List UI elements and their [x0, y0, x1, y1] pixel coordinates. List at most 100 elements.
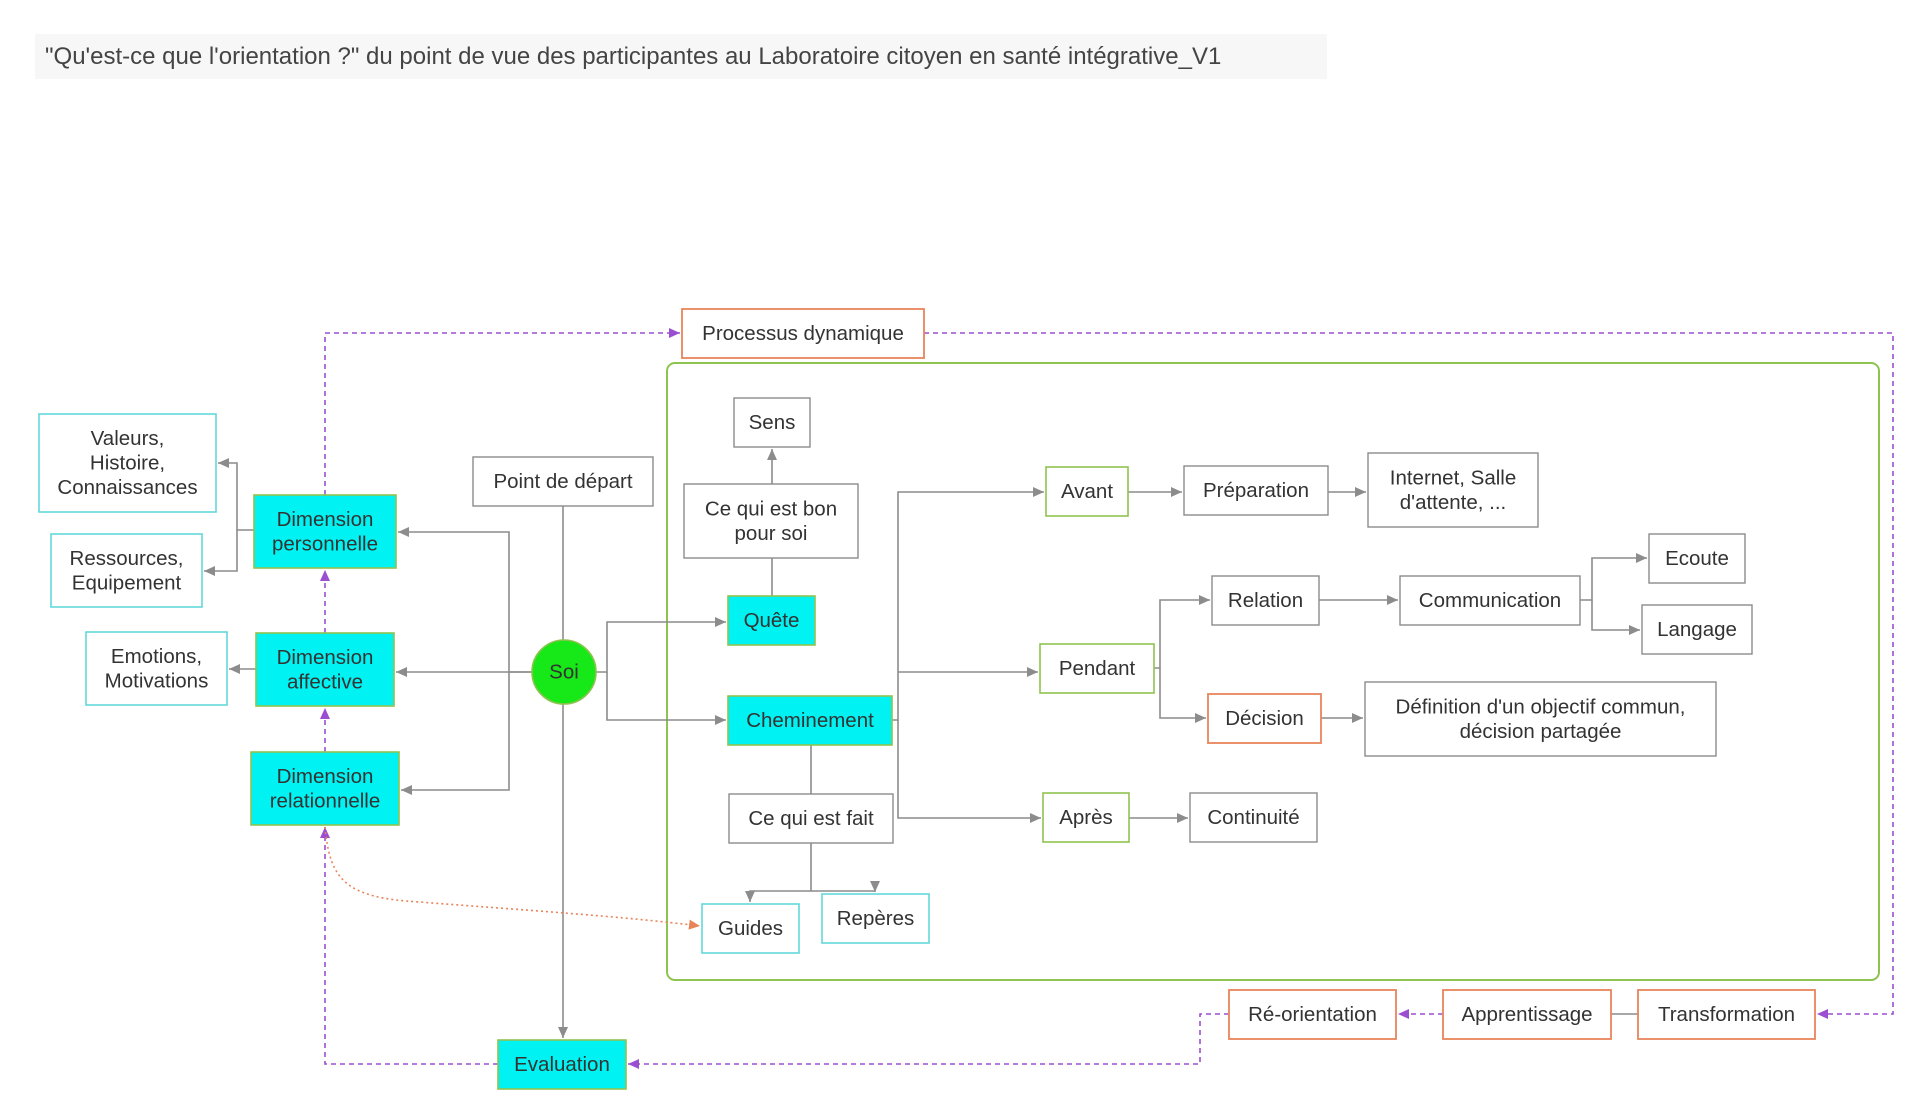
node-langage[interactable]: Langage	[1641, 604, 1753, 655]
node-preparation-shape	[1183, 465, 1329, 516]
node-quete-shape	[727, 595, 816, 646]
processus-to-transformation-purple-arrow	[924, 332, 1894, 1019]
node-communication-label: Communication	[1419, 589, 1561, 612]
node-cequiestbon-label: pour soi	[735, 522, 808, 545]
node-dimaff-label: affective	[287, 670, 363, 693]
node-cequiestfait[interactable]: Ce qui est fait	[728, 793, 894, 844]
node-dimperso-shape	[253, 494, 397, 569]
node-continuite-label: Continuité	[1207, 806, 1299, 829]
dimrel-to-guides-orange-arrow	[324, 826, 701, 930]
node-processus-label: Processus dynamique	[702, 322, 904, 345]
node-ecoute-label: Ecoute	[1665, 547, 1729, 570]
node-guides-shape	[701, 903, 800, 954]
node-definition[interactable]: Définition d'un objectif commun,décision…	[1364, 681, 1717, 757]
process-boundary-frame	[666, 362, 1880, 981]
node-cequiestbon-label: Ce qui est bon	[705, 497, 837, 520]
node-emotions-label: Emotions,	[111, 645, 202, 668]
node-pendant-label: Pendant	[1059, 657, 1136, 680]
node-avant[interactable]: Avant	[1045, 466, 1129, 517]
node-dimperso-label: Dimension	[277, 508, 374, 531]
node-quete[interactable]: Quête	[727, 595, 816, 646]
node-ecoute[interactable]: Ecoute	[1648, 533, 1746, 584]
node-pendant[interactable]: Pendant	[1039, 643, 1155, 694]
diagram-title: "Qu'est-ce que l'orientation ?" du point…	[45, 43, 1222, 70]
evaluation-to-dimrel-purple-arrow	[320, 827, 498, 1065]
node-decision[interactable]: Décision	[1207, 693, 1322, 744]
node-communication-shape	[1399, 575, 1581, 626]
soi-to-dimrel-arrow	[401, 672, 510, 795]
soi-to-cheminement-arrow	[606, 672, 726, 725]
pendant-to-decision-arrow	[1159, 668, 1206, 723]
soi-to-quete-arrow	[596, 617, 726, 673]
node-emotions[interactable]: Emotions,Motivations	[85, 631, 228, 706]
dimperso-to-valeurs-arrow	[218, 458, 254, 531]
node-apprentissage-label: Apprentissage	[1461, 1003, 1592, 1026]
node-processus-shape	[681, 308, 925, 359]
node-relation-shape	[1211, 575, 1320, 626]
node-cheminement[interactable]: Cheminement	[727, 695, 893, 746]
connector-layer	[204, 328, 1894, 1069]
node-dimrel-label: relationnelle	[270, 789, 381, 812]
node-apprentissage-shape	[1442, 989, 1612, 1040]
node-ressources[interactable]: Ressources,Equipement	[50, 533, 203, 608]
node-reorientation[interactable]: Ré-orientation	[1228, 989, 1397, 1040]
node-internet-shape	[1367, 452, 1539, 528]
node-apprentissage[interactable]: Apprentissage	[1442, 989, 1612, 1040]
cheminement-to-apres-arrow	[897, 720, 1041, 823]
reorientation-to-evaluation-purple-arrow	[628, 1013, 1229, 1069]
node-sens[interactable]: Sens	[733, 397, 811, 448]
node-apres[interactable]: Après	[1042, 792, 1130, 843]
node-cequiestfait-label: Ce qui est fait	[748, 807, 874, 830]
node-reperes-shape	[821, 893, 930, 944]
node-evaluation[interactable]: Evaluation	[497, 1039, 627, 1090]
title-bar: "Qu'est-ce que l'orientation ?" du point…	[35, 34, 1327, 79]
node-soi[interactable]: Soi	[531, 639, 597, 705]
node-pendant-shape	[1039, 643, 1155, 694]
node-relation-label: Relation	[1228, 589, 1303, 612]
node-dimperso-label: personnelle	[272, 532, 378, 555]
node-guides[interactable]: Guides	[701, 903, 800, 954]
node-decision-shape	[1207, 693, 1322, 744]
node-emotions-shape	[85, 631, 228, 706]
node-dimrel-shape	[250, 751, 400, 826]
node-continuite[interactable]: Continuité	[1189, 792, 1318, 843]
node-ressources-label: Equipement	[72, 571, 182, 594]
node-continuite-shape	[1189, 792, 1318, 843]
node-valeurs-label: Histoire,	[90, 452, 165, 475]
node-evaluation-label: Evaluation	[514, 1053, 610, 1076]
node-soi-shape	[531, 639, 597, 705]
node-ecoute-shape	[1648, 533, 1746, 584]
communication-to-ecoute-arrow	[1580, 553, 1647, 601]
node-dimaff-shape	[255, 632, 395, 707]
node-processus[interactable]: Processus dynamique	[681, 308, 925, 359]
node-definition-label: décision partagée	[1460, 720, 1622, 743]
node-decision-label: Décision	[1225, 707, 1304, 730]
node-soi-label: Soi	[549, 661, 579, 684]
cequiestfait-to-reperes-arrow	[811, 881, 880, 892]
node-valeurs[interactable]: Valeurs,Histoire,Connaissances	[38, 413, 217, 513]
node-dimrel-label: Dimension	[277, 765, 374, 788]
node-communication[interactable]: Communication	[1399, 575, 1581, 626]
node-quete-label: Quête	[744, 609, 800, 632]
node-langage-label: Langage	[1657, 618, 1737, 641]
node-reorientation-label: Ré-orientation	[1248, 1003, 1377, 1026]
node-transformation[interactable]: Transformation	[1637, 989, 1816, 1040]
node-avant-shape	[1045, 466, 1129, 517]
node-pointdepart[interactable]: Point de départ	[472, 456, 654, 507]
node-cheminement-label: Cheminement	[746, 709, 874, 732]
pendant-to-relation-arrow	[1154, 595, 1210, 669]
node-internet[interactable]: Internet, Salled'attente, ...	[1367, 452, 1539, 528]
node-reperes[interactable]: Repères	[821, 893, 930, 944]
node-dimaff-label: Dimension	[277, 646, 374, 669]
node-relation[interactable]: Relation	[1211, 575, 1320, 626]
node-preparation[interactable]: Préparation	[1183, 465, 1329, 516]
node-internet-label: Internet, Salle	[1390, 466, 1517, 489]
node-sens-label: Sens	[749, 411, 796, 434]
node-preparation-label: Préparation	[1203, 479, 1309, 502]
node-cheminement-shape	[727, 695, 893, 746]
